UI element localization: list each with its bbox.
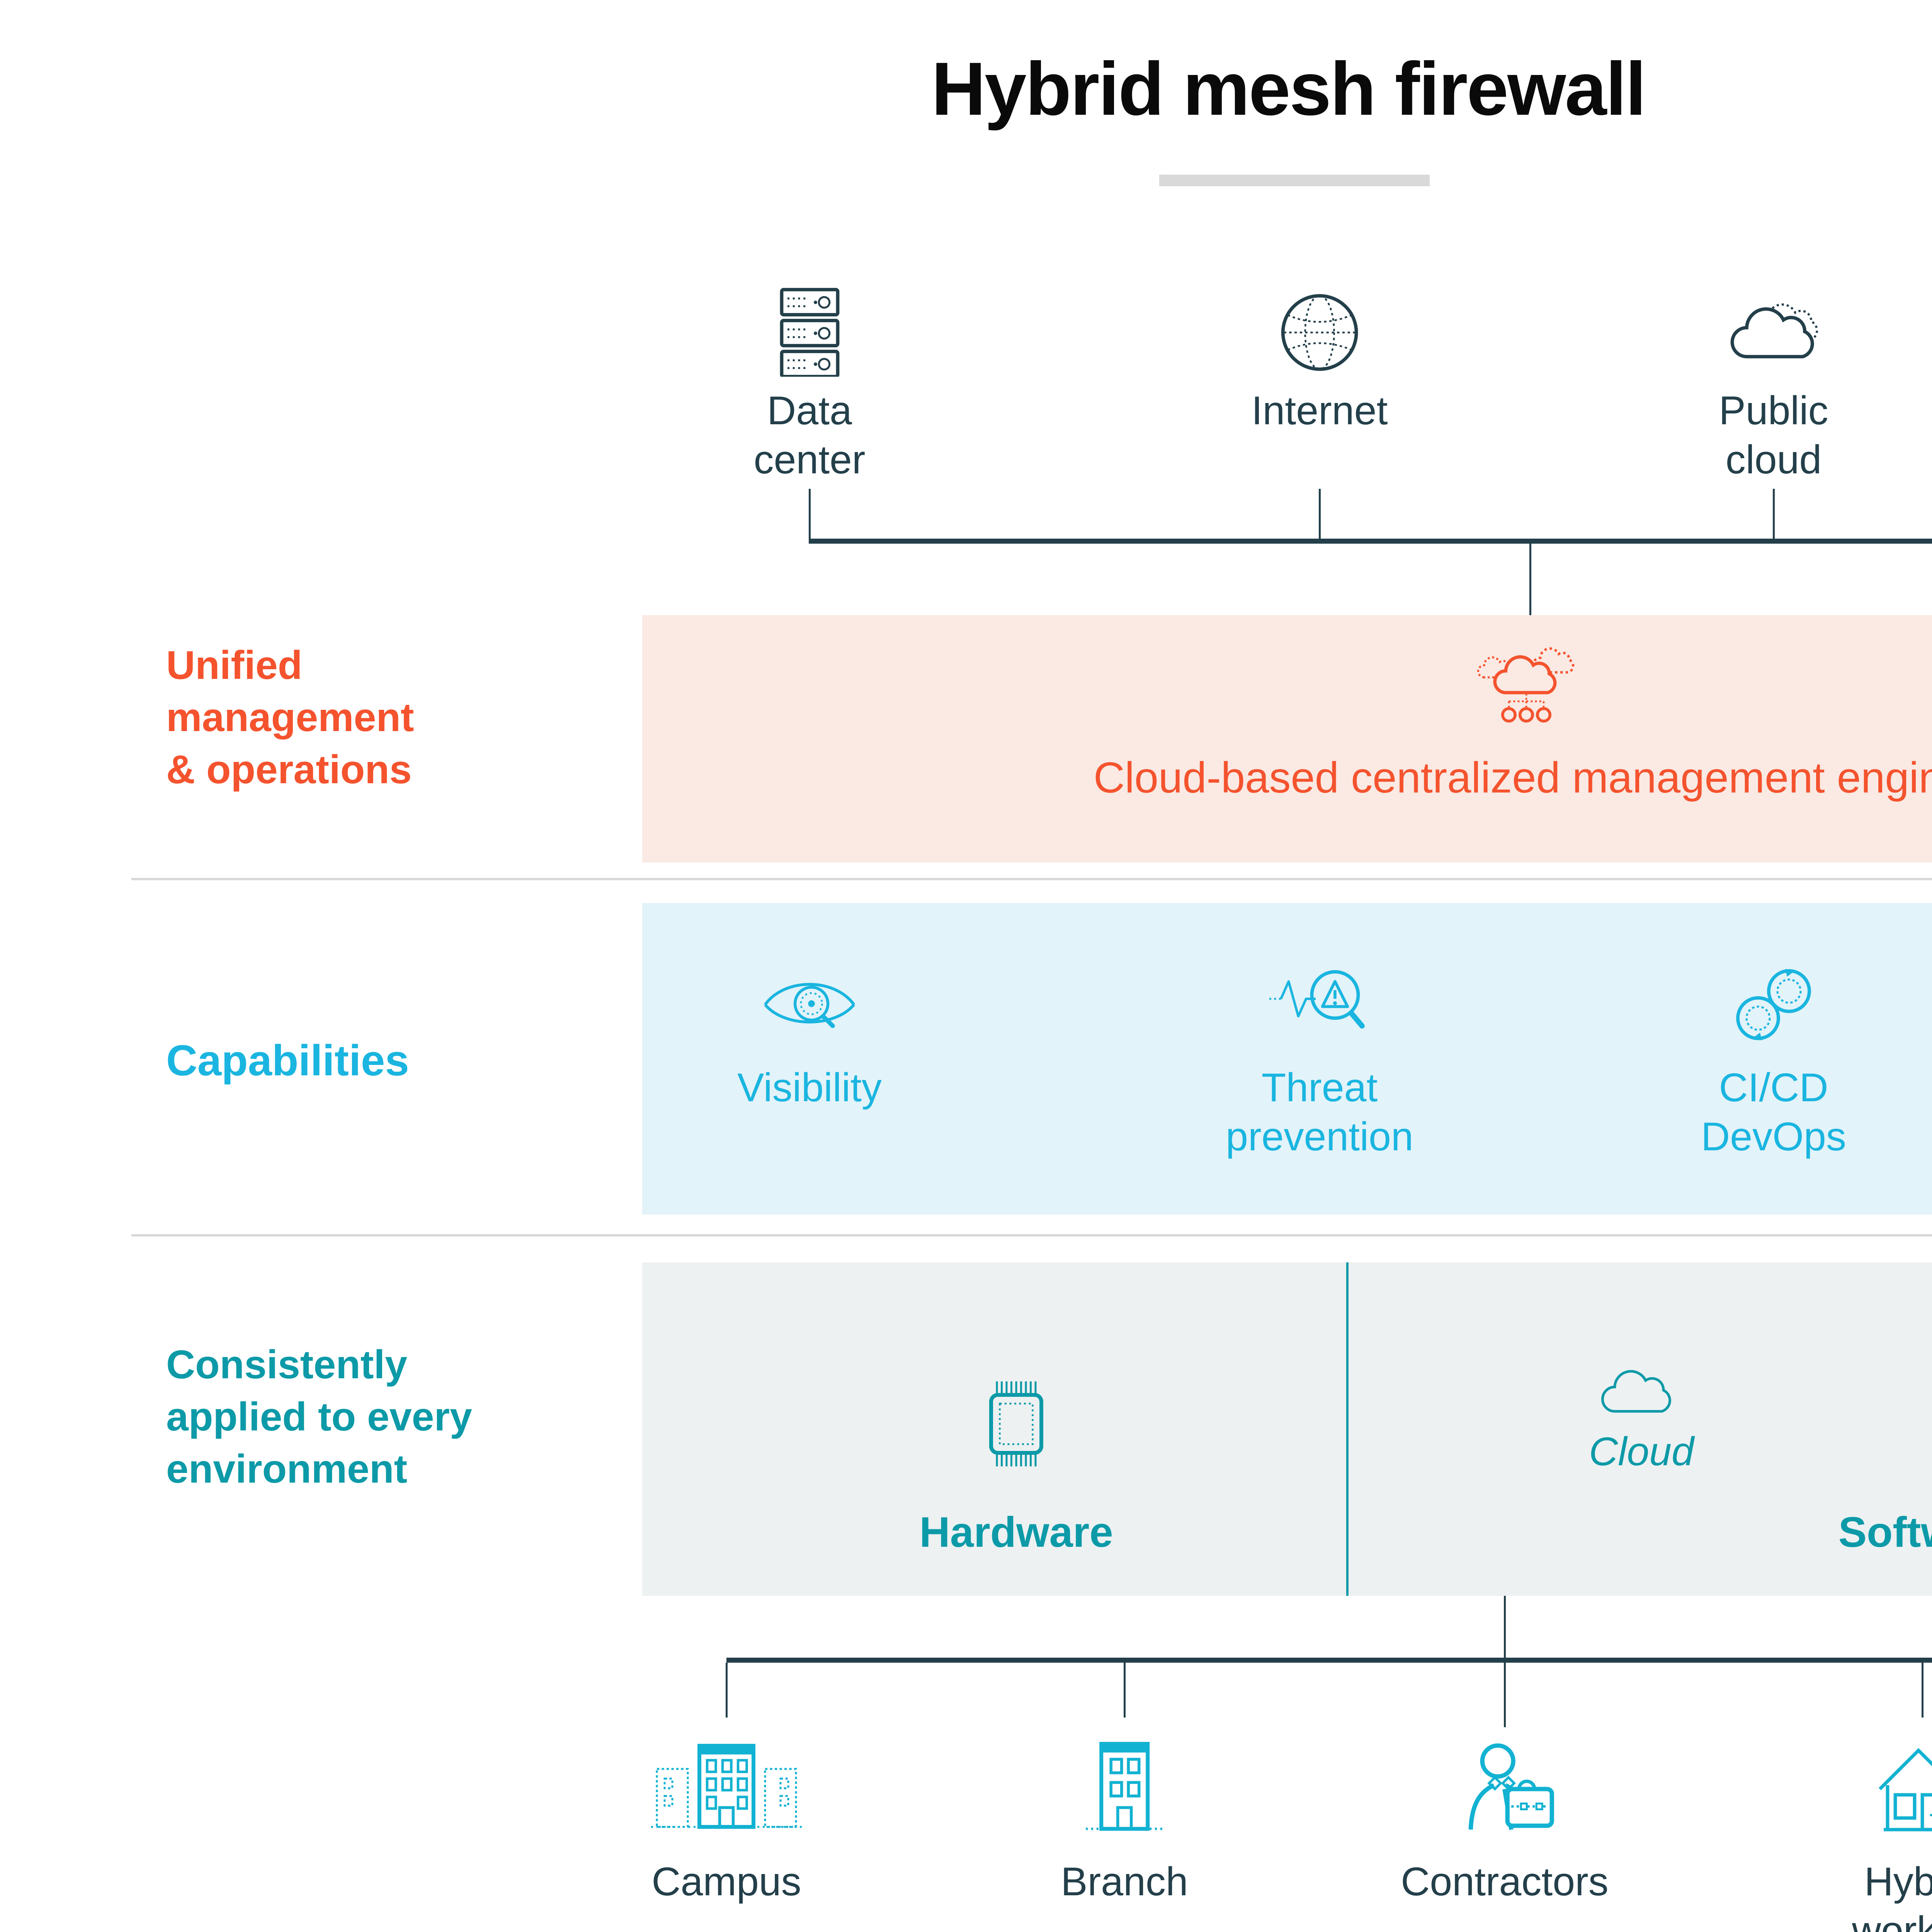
connector-stub-branch: [1124, 1663, 1126, 1718]
separator-line: [131, 878, 1932, 880]
side-label-line: Unified: [166, 643, 303, 688]
side-label-line: & operations: [166, 747, 412, 793]
icon-box: [1208, 947, 1432, 1059]
icon-box: [1061, 1733, 1188, 1841]
title-underline: [1159, 175, 1430, 186]
capability-label: Threat prevention: [1226, 1065, 1413, 1159]
cicd-devops-loop-icon: [1736, 969, 1811, 1041]
side-label-line: management: [166, 695, 414, 740]
icon-box: [737, 947, 882, 1059]
bottom-connector-drop: [1504, 1596, 1506, 1660]
icon-box: [1704, 284, 1843, 381]
capability-label: CI/CD DevOps: [1701, 1065, 1846, 1159]
internet-globe-icon: [1281, 294, 1358, 371]
top-node-label: Internet: [1251, 388, 1388, 433]
management-side-label: Unified management & operations: [166, 639, 414, 796]
capabilities-side-label: Capabilities: [166, 1036, 409, 1085]
top-node-data-center: Data center: [746, 284, 873, 485]
top-connector-drop: [1529, 543, 1531, 616]
visibility-eye-icon: [764, 983, 855, 1028]
bottom-node-label: Campus: [651, 1859, 801, 1904]
bottom-node-label: Hybrid workers: [1852, 1859, 1932, 1932]
connector-stub-internet: [1319, 489, 1321, 539]
hardware-heading: Hardware: [919, 1509, 1113, 1556]
connector-stub-hybrid-workers: [1922, 1663, 1923, 1718]
data-center-servers-icon: [780, 288, 839, 377]
bottom-node-branch: Branch: [1061, 1733, 1188, 1906]
capability-cicd-devops: CI/CD DevOps: [1689, 947, 1859, 1162]
branch-building-icon: [1086, 1742, 1163, 1831]
hardware-software-divider: [1346, 1262, 1349, 1596]
connector-stub-contractors: [1504, 1663, 1506, 1727]
campus-building-icon: [651, 1743, 802, 1829]
contractor-person-icon: [1468, 1743, 1554, 1830]
engine-label: Cloud-based centralized management engin…: [1093, 753, 1932, 802]
software-cloud-caption: Cloud: [1589, 1429, 1694, 1474]
icon-box: [1689, 947, 1859, 1059]
software-cloud-icon: [1601, 1370, 1671, 1413]
hardware-chip-icon: [989, 1381, 1043, 1466]
hardware-item: [968, 1376, 1065, 1472]
capability-label: Visibility: [737, 1065, 882, 1110]
side-label-line: environment: [166, 1447, 408, 1492]
top-node-label: Public cloud: [1719, 388, 1828, 482]
hybrid-workers-house-icon: [1878, 1748, 1932, 1832]
connector-stub-campus: [726, 1663, 728, 1718]
icon-box: [649, 1733, 804, 1841]
bottom-connector-bus: [726, 1658, 1932, 1663]
environment-side-label: Consistently applied to every environmen…: [166, 1339, 472, 1496]
icon-box: [1401, 1733, 1609, 1841]
top-connector-bus: [809, 539, 1932, 544]
capabilities-band: [642, 903, 1932, 1214]
side-label-line: Consistently: [166, 1342, 408, 1387]
capability-threat-prevention: Threat prevention: [1208, 947, 1432, 1162]
side-label-line: applied to every: [166, 1395, 472, 1440]
icon-box: [1837, 1733, 1932, 1841]
bottom-node-contractors: Contractors: [1401, 1733, 1609, 1906]
bottom-node-label: Contractors: [1401, 1859, 1609, 1904]
separator-line: [131, 1234, 1932, 1236]
icon-box: [746, 284, 873, 381]
connector-stub-data-center: [809, 489, 811, 539]
environment-band: [642, 1262, 1932, 1596]
bottom-node-campus: Campus: [649, 1733, 804, 1906]
capability-visibility: Visibility: [737, 947, 882, 1112]
bottom-node-label: Branch: [1061, 1859, 1188, 1904]
threat-prevention-magnifier-icon: [1269, 970, 1365, 1029]
engine-icon-box: [1472, 638, 1588, 736]
top-node-label: Data center: [753, 388, 866, 482]
software-heading: Software: [1838, 1509, 1932, 1556]
management-band: [642, 615, 1932, 862]
software-cloud-item: [1597, 1360, 1686, 1418]
top-node-public-cloud: Public cloud: [1704, 284, 1843, 485]
public-cloud-icon: [1730, 303, 1818, 358]
cloud-management-engine-icon: [1477, 647, 1575, 723]
bottom-node-hybrid-workers: Hybrid workers: [1837, 1733, 1932, 1932]
page-title: Hybrid mesh firewall: [931, 47, 1646, 131]
connector-stub-public-cloud: [1773, 489, 1775, 539]
top-node-internet: Internet: [1252, 284, 1388, 435]
icon-box: [1252, 284, 1388, 381]
